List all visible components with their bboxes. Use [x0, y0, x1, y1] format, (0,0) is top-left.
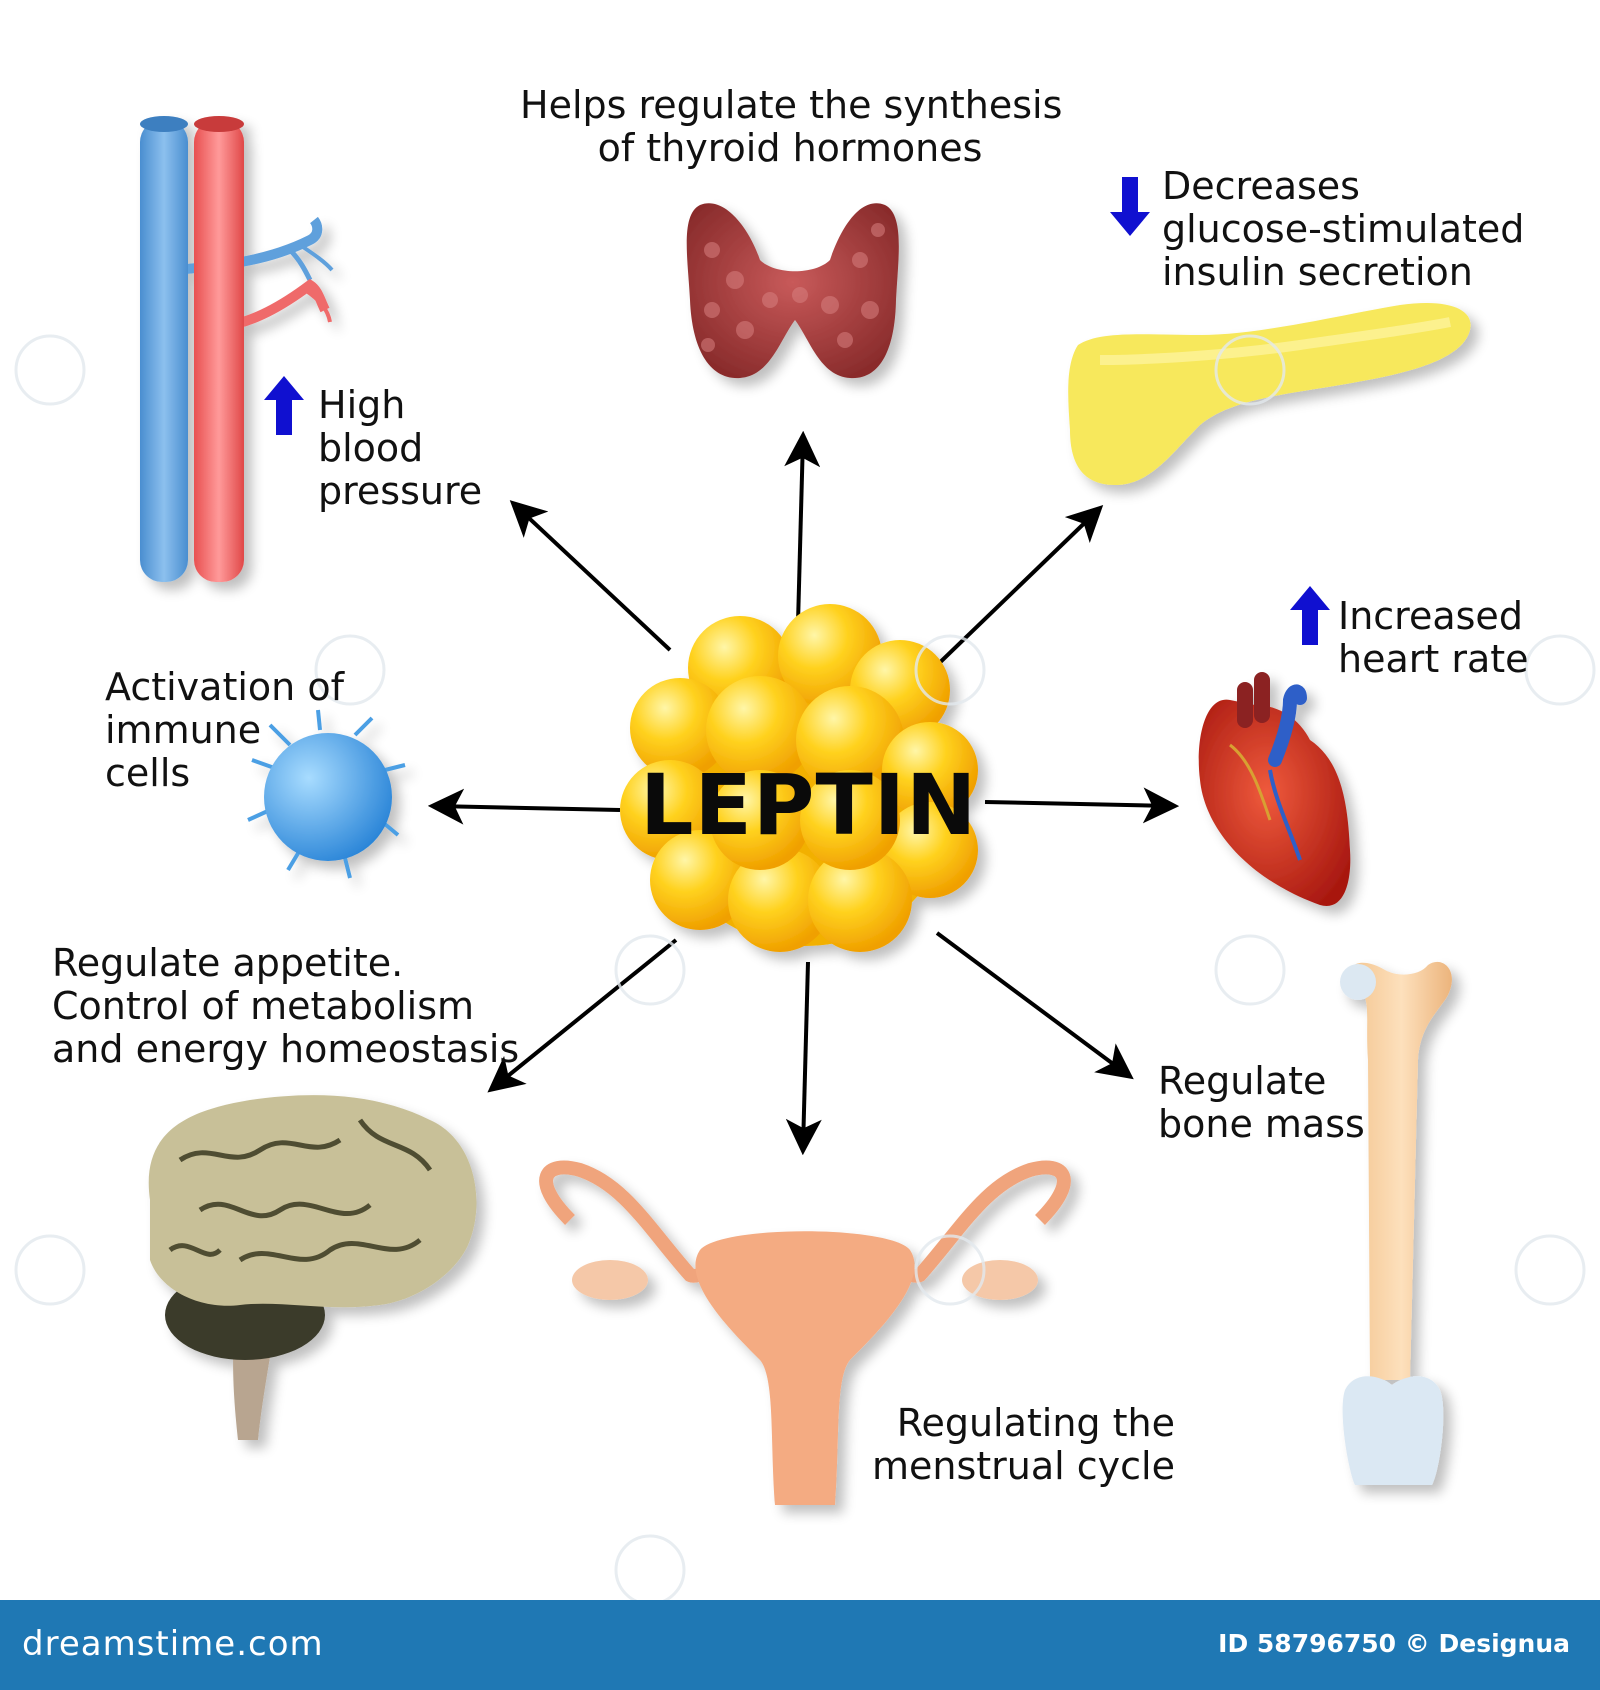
label-heart-line-2: heart rate [1338, 637, 1529, 681]
immune-cell-icon [247, 709, 406, 879]
label-immune: Activation of immune cells [105, 666, 344, 795]
label-appetite: Regulate appetite. Control of metabolism… [52, 942, 519, 1071]
label-menstrual-line-1: Regulating the [896, 1401, 1175, 1445]
label-thyroid-line-1: Helps regulate the synthesis [520, 83, 1063, 127]
label-immune-line-1: Activation of [105, 665, 344, 709]
label-immune-line-2: immune [105, 708, 262, 752]
footer-site-logo: dreamstime.com [22, 1624, 324, 1664]
label-pancreas: Decreases glucose-stimulated insulin sec… [1162, 165, 1524, 294]
label-appetite-line-1: Regulate appetite. [52, 941, 404, 985]
arrow-pancreas [928, 505, 1104, 674]
label-thyroid-line-2: of thyroid hormones [597, 126, 983, 170]
watermark [14, 334, 1596, 1600]
label-heart: Increased heart rate [1338, 595, 1529, 681]
arrow-down-icon [1110, 177, 1150, 236]
blood-vessels-icon [140, 116, 334, 582]
arrow-immune [427, 788, 621, 825]
leptin-diagram [14, 116, 1596, 1600]
label-blood-pressure-line-2: blood [318, 426, 424, 470]
label-immune-line-3: cells [105, 751, 191, 795]
arrow-appetite [487, 938, 678, 1093]
arrow-blood-pressure [509, 500, 672, 652]
label-menstrual: Regulating the menstrual cycle [820, 1402, 1175, 1488]
label-pancreas-line-2: glucose-stimulated [1162, 207, 1525, 251]
label-heart-line-1: Increased [1338, 594, 1523, 638]
label-pancreas-line-1: Decreases [1162, 164, 1360, 208]
arrow-up-icon [1290, 586, 1330, 645]
label-blood-pressure-line-1: High [318, 383, 406, 427]
label-thyroid: Helps regulate the synthesis of thyroid … [520, 83, 1063, 170]
label-menstrual-line-2: menstrual cycle [871, 1444, 1175, 1488]
thyroid-gland-icon [686, 203, 899, 379]
footer-bar: dreamstime.com ID 58796750 © Designua [0, 1600, 1600, 1690]
bone-icon [1340, 961, 1452, 1485]
heart-icon [1198, 672, 1351, 906]
label-appetite-line-3: and energy homeostasis [52, 1027, 520, 1071]
label-blood-pressure-line-3: pressure [318, 469, 483, 513]
arrow-bone [935, 931, 1134, 1080]
footer-credit: ID 58796750 © Designua [1218, 1629, 1570, 1658]
pancreas-icon [1068, 302, 1471, 485]
effect-arrows [427, 430, 1180, 1156]
leptin-title: LEPTIN [640, 756, 978, 854]
label-bone: Regulate bone mass [1158, 1060, 1365, 1146]
arrow-menstrual [785, 961, 822, 1156]
label-blood-pressure: High blood pressure [318, 384, 482, 513]
brain-icon [148, 1095, 477, 1440]
label-bone-line-1: Regulate [1158, 1059, 1327, 1103]
fat-cell-cluster-icon [620, 604, 978, 952]
arrow-heart [984, 787, 1180, 824]
label-bone-line-2: bone mass [1158, 1102, 1365, 1146]
label-appetite-line-2: Control of metabolism [52, 984, 475, 1028]
label-pancreas-line-3: insulin secretion [1162, 250, 1473, 294]
arrow-thyroid [784, 430, 821, 624]
arrow-up-icon [264, 376, 304, 435]
uterus-icon [539, 1160, 1071, 1505]
